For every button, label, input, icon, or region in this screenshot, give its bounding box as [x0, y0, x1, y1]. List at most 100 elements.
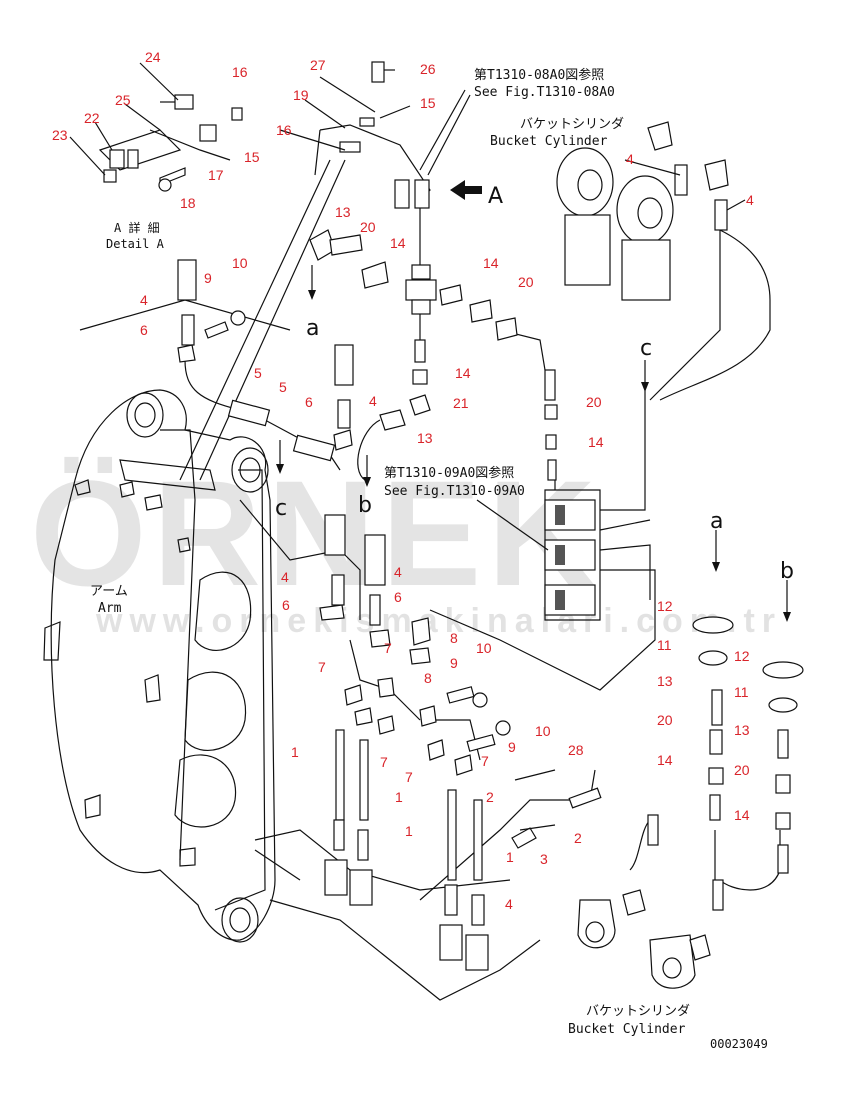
part-number: 20	[360, 219, 376, 235]
detail-en: Detail A	[106, 237, 165, 251]
ref-en-a: See Fig.T1310-08A0	[474, 85, 615, 100]
part-number: 23	[52, 127, 68, 143]
part-number: 20	[586, 394, 602, 410]
view-a-arrow	[450, 180, 482, 200]
part-number: 4	[394, 564, 402, 580]
part-number: 13	[734, 722, 750, 738]
detail-a-parts	[98, 94, 243, 192]
center-fittings	[309, 229, 558, 481]
part-number: 1	[291, 744, 299, 760]
part-number: 14	[483, 255, 499, 271]
bucket-en-bottom: Bucket Cylinder	[568, 1022, 686, 1037]
part-number: 11	[657, 637, 672, 653]
vertical-pipes	[324, 729, 602, 971]
part-number: 11	[734, 684, 749, 700]
part-number: 10	[232, 255, 248, 271]
part-number: 27	[310, 57, 326, 73]
part-number: 4	[626, 151, 634, 167]
part-number: 5	[279, 379, 287, 395]
part-number: 7	[384, 640, 392, 656]
watermark: ÖRNEK www.ornekismakinalari.com.tr	[30, 449, 782, 640]
ref-jp-a: 第T1310-08A0図参照	[474, 67, 604, 83]
part-number: 13	[335, 204, 351, 220]
arm-jp: アーム	[90, 584, 128, 599]
part-number: 4	[369, 393, 377, 409]
labels: 第T1310-08A0図参照 See Fig.T1310-08A0 バケットシリ…	[90, 67, 794, 1051]
part-number: 8	[450, 630, 458, 646]
part-number: 10	[476, 640, 492, 656]
part-number: 18	[180, 195, 196, 211]
part-number: 7	[405, 769, 413, 785]
part-number: 6	[394, 589, 402, 605]
watermark-url: www.ornekismakinalari.com.tr	[95, 602, 782, 640]
bucket-en-top: Bucket Cylinder	[490, 134, 608, 149]
part-number: 26	[420, 61, 436, 77]
part-number: 16	[232, 64, 248, 80]
part-number: 2	[486, 789, 494, 805]
bucket-cylinder-top	[556, 121, 729, 301]
part-number: 2	[574, 830, 582, 846]
letter-b-2: b	[780, 559, 794, 584]
bucket-jp-top: バケットシリンダ	[520, 117, 624, 132]
leader-lines	[69, 62, 746, 881]
arrows	[276, 180, 791, 622]
part-number: 9	[508, 739, 516, 755]
part-number: 22	[84, 110, 100, 126]
top-clamp-assembly	[314, 61, 431, 209]
part-number: 28	[568, 742, 584, 758]
part-number: 1	[405, 823, 413, 839]
part-number: 20	[518, 274, 534, 290]
bucket-jp-bottom: バケットシリンダ	[586, 1004, 690, 1019]
part-number: 6	[282, 597, 290, 613]
left-pipe-assembly	[177, 259, 354, 462]
letter-a-1: a	[306, 316, 319, 341]
view-a-label: A	[488, 184, 503, 209]
part-number: 3	[540, 851, 548, 867]
bucket-cylinder-bottom	[577, 889, 711, 989]
part-number: 14	[588, 434, 604, 450]
part-numbers: 24 16 25 22 23 17 15 18 27 26 19 15 16 1…	[52, 49, 754, 912]
part-number: 14	[455, 365, 471, 381]
part-number: 7	[481, 753, 489, 769]
letter-a-2: a	[710, 509, 723, 534]
part-number: 12	[734, 648, 750, 664]
ref-jp-b: 第T1310-09A0図参照	[384, 465, 514, 481]
part-number: 7	[380, 754, 388, 770]
valve-block	[544, 499, 596, 616]
letter-b-1: b	[358, 493, 372, 518]
figure-number: 00023049	[710, 1037, 768, 1051]
part-number: 10	[535, 723, 551, 739]
letter-c-1: c	[640, 336, 652, 361]
part-number: 14	[657, 752, 673, 768]
part-number: 4	[140, 292, 148, 308]
part-number: 1	[506, 849, 514, 865]
part-number: 21	[453, 395, 469, 411]
part-number: 16	[276, 122, 292, 138]
part-number: 13	[657, 673, 673, 689]
part-number: 4	[505, 896, 513, 912]
right-small-parts	[647, 616, 804, 911]
part-number: 4	[746, 192, 754, 208]
ref-en-b: See Fig.T1310-09A0	[384, 484, 525, 499]
arm-body	[43, 389, 276, 943]
part-number: 14	[734, 807, 750, 823]
detail-jp: A 詳 細	[114, 220, 160, 235]
part-number: 15	[244, 149, 260, 165]
part-number: 6	[140, 322, 148, 338]
part-number: 15	[420, 95, 436, 111]
part-number: 12	[657, 598, 673, 614]
letter-c-2: c	[275, 496, 287, 521]
arm-en: Arm	[98, 601, 122, 616]
part-number: 7	[318, 659, 326, 675]
part-number: 25	[115, 92, 131, 108]
part-number: 8	[424, 670, 432, 686]
part-number: 4	[281, 569, 289, 585]
part-number: 9	[450, 655, 458, 671]
part-number: 20	[734, 762, 750, 778]
part-number: 24	[145, 49, 161, 65]
middle-lower-parts	[319, 514, 511, 776]
part-number: 9	[204, 270, 212, 286]
part-number: 1	[395, 789, 403, 805]
part-number: 14	[390, 235, 406, 251]
